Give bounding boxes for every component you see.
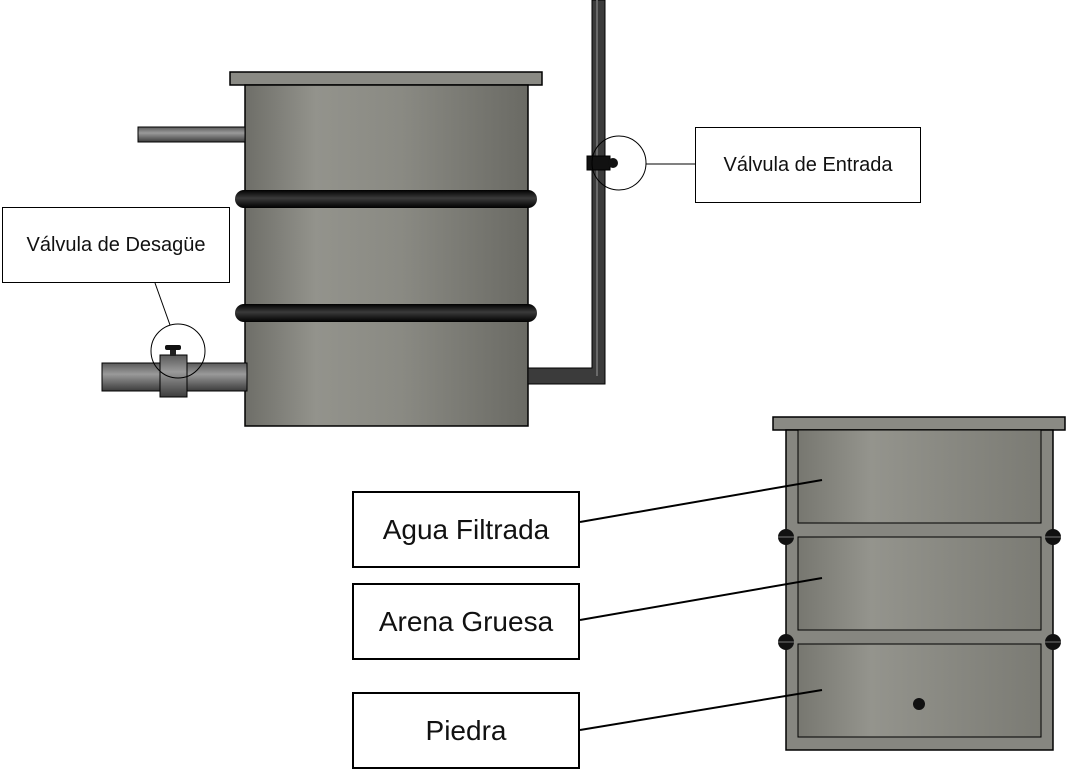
- section-chamber-bottom: [797, 643, 1042, 738]
- label-piedra-text: Piedra: [425, 714, 507, 746]
- drain-valve-highlight: [150, 323, 206, 379]
- inlet-valve-body: [586, 155, 611, 171]
- label-drain-valve-text: Válvula de Desagüe: [26, 233, 206, 256]
- drain-valve-leader: [154, 282, 171, 326]
- label-arena-gruesa: Arena Gruesa: [352, 583, 580, 660]
- label-inlet-valve-text: Válvula de Entrada: [723, 153, 893, 176]
- label-inlet-valve: Válvula de Entrada: [695, 127, 921, 203]
- label-arena-gruesa-text: Arena Gruesa: [378, 605, 554, 637]
- label-piedra: Piedra: [352, 692, 580, 769]
- leader-arena-gruesa: [579, 577, 823, 621]
- tank-ring-lower: [235, 304, 537, 322]
- label-agua-filtrada: Agua Filtrada: [352, 491, 580, 568]
- leader-piedra: [579, 689, 823, 731]
- section-chamber-top: [797, 429, 1042, 524]
- section-lid: [772, 416, 1066, 431]
- section-chamber-middle: [797, 536, 1042, 631]
- label-agua-filtrada-text: Agua Filtrada: [382, 513, 550, 545]
- tank-body: [244, 84, 529, 427]
- tank-cross-section: [579, 416, 1066, 751]
- overflow-pipe: [137, 126, 246, 143]
- drain-valve-body: [159, 354, 188, 398]
- leader-agua-filtrada: [579, 479, 823, 523]
- tank-ring-upper: [235, 190, 537, 208]
- drain-valve-stem: [170, 348, 176, 356]
- inlet-pipe: [527, 0, 606, 385]
- inlet-valve-knob: [608, 158, 618, 168]
- label-drain-valve: Válvula de Desagüe: [2, 207, 230, 283]
- drain-valve-handle: [165, 345, 181, 350]
- drain-hole: [913, 698, 925, 710]
- inlet-valve-highlight: [591, 135, 647, 191]
- tank-external-view: [101, 0, 695, 427]
- tank-lid: [229, 71, 543, 86]
